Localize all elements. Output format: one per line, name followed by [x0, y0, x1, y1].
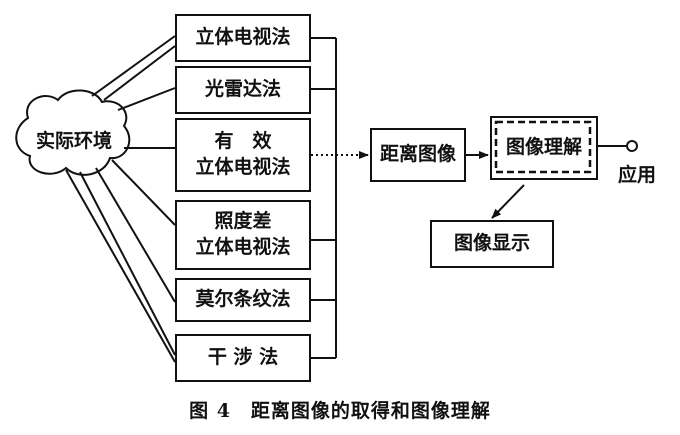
method-illumination-stereo-line2: 立体电视法 — [195, 236, 291, 258]
range-image-label: 距离图像 — [379, 143, 456, 166]
image-display-label: 图像显示 — [453, 232, 530, 255]
environment-label: 实际环境 — [36, 130, 113, 152]
application-terminal-icon — [626, 140, 638, 152]
method-interference-label: 干 涉 法 — [207, 346, 279, 369]
collector-lines — [311, 37, 337, 359]
method-stereo-tv-box: 立体电视法 — [175, 14, 311, 62]
range-image-box: 距离图像 — [370, 128, 466, 182]
method-illumination-stereo-box: 照度差 立体电视法 — [175, 200, 311, 270]
method-stereo-tv-label: 立体电视法 — [195, 26, 291, 49]
understanding-inner-dashed-frame — [494, 120, 592, 174]
method-moire-label: 莫尔条纹法 — [195, 288, 291, 311]
method-illumination-stereo-line1: 照度差 — [214, 210, 272, 233]
application-label: 应用 — [618, 164, 657, 186]
image-display-box: 图像显示 — [430, 220, 554, 268]
method-moire-box: 莫尔条纹法 — [175, 278, 311, 322]
method-effective-stereo-line2: 立体电视法 — [195, 156, 291, 178]
fan-lines — [65, 35, 176, 363]
figure-caption: 图 4 距离图像的取得和图像理解 — [189, 400, 491, 422]
arrow-to-display — [491, 184, 525, 219]
image-understanding-box: 图像理解 — [490, 116, 598, 180]
method-effective-stereo-line1: 有 效 — [214, 130, 272, 153]
image-understanding-label: 图像理解 — [503, 135, 584, 161]
method-lidar-label: 光雷达法 — [204, 78, 281, 101]
method-interference-box: 干 涉 法 — [175, 334, 311, 382]
method-effective-stereo-box: 有 效 立体电视法 — [175, 118, 311, 192]
method-lidar-box: 光雷达法 — [175, 66, 311, 114]
